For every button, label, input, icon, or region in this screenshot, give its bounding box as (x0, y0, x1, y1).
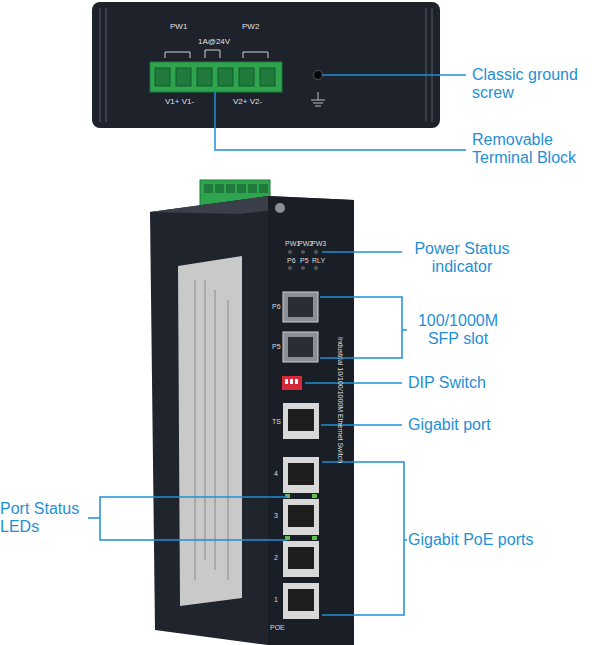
port-number: 3 (274, 512, 278, 520)
port-number: TS (272, 418, 281, 426)
terminal-label: V1+ V1- (165, 97, 194, 106)
callout-label: Power Status indicator (398, 240, 526, 277)
callout-label: Port Status LEDs (0, 500, 95, 537)
port-number: POE (270, 624, 285, 632)
product-name: Industrial 10/100/1000M Ethernet Switch (336, 337, 344, 463)
rj45-port (283, 403, 319, 619)
callout-label: DIP Switch (408, 374, 486, 392)
port-number: P5 (272, 343, 281, 351)
led-label: PW1 (285, 240, 300, 248)
led-label: RLY (312, 257, 325, 265)
sfp-slot (283, 292, 318, 362)
power-label: PW2 (242, 22, 259, 31)
terminal-block (150, 62, 282, 92)
sticker-lines (195, 280, 228, 580)
dip-switch (282, 376, 302, 390)
switch-top-view (92, 2, 440, 128)
led-label: P6 (287, 257, 296, 265)
callout-label: Gigabit PoE ports (408, 531, 533, 549)
leader-line (215, 75, 466, 150)
power-label: PW1 (170, 22, 187, 31)
leader-line (88, 252, 407, 615)
ground-screw (314, 71, 323, 80)
terminal-label: V2+ V2- (233, 97, 262, 106)
product-sticker (178, 256, 242, 606)
terminal-screws (155, 68, 275, 86)
callout-label: Classic ground screw (472, 66, 592, 103)
terminal-screws (204, 184, 268, 193)
callout-label: 100/1000M SFP slot (408, 312, 508, 349)
port-number: P6 (272, 303, 281, 311)
terminal-brackets (165, 50, 268, 58)
led-label: PW2 (298, 240, 313, 248)
led-label: P5 (300, 257, 309, 265)
screw (275, 203, 285, 213)
power-rating: 1A@24V (198, 37, 230, 46)
switch-front-panel (268, 196, 354, 645)
callout-label: Gigabit port (408, 416, 491, 434)
led-label: PW3 (311, 240, 326, 248)
switch-side-panel (150, 196, 268, 645)
callout-label: Removable Terminal Block (472, 131, 592, 168)
cooling-fins (100, 8, 432, 122)
port-number: 4 (274, 470, 278, 478)
port-led (285, 494, 317, 540)
ground-symbol (311, 92, 325, 106)
port-number: 1 (274, 596, 278, 604)
port-number: 2 (274, 554, 278, 562)
